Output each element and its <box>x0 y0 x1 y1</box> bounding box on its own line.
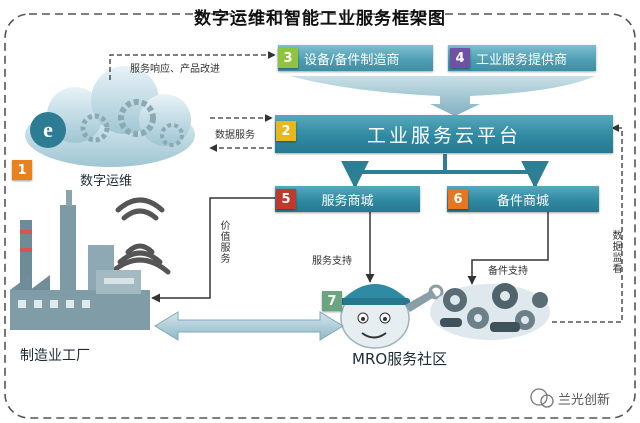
edge-label-feedback: 服务响应、产品改进 <box>130 64 220 75</box>
badge-2: 2 <box>276 121 296 141</box>
factory-icon <box>10 190 150 330</box>
edge-parts-support-arrow <box>467 210 549 285</box>
badge-6: 6 <box>448 189 468 209</box>
node-cloud-platform: 工业服务云平台 <box>275 115 613 153</box>
factory-mro-double-arrow <box>154 311 344 341</box>
node-1-label: 数字运维 <box>80 174 133 189</box>
node-parts-mall: 备件商城 <box>447 186 599 212</box>
badge-3: 3 <box>278 48 298 68</box>
spare-parts-icon <box>430 283 550 340</box>
node-6-label: 备件商城 <box>496 193 549 209</box>
node-3-label: 设备/备件制造商 <box>304 52 400 68</box>
wifi-signal-icon <box>109 197 171 275</box>
edge-feedback-arrow <box>109 51 276 80</box>
diagram-title: 数字运维和智能工业服务框架图 <box>194 9 446 29</box>
badge-5: 5 <box>276 189 296 209</box>
badge-1: 1 <box>12 160 32 180</box>
watermark-logo-icon <box>530 388 554 408</box>
merge-arrow <box>290 76 595 116</box>
svg-text:e: e <box>43 117 53 142</box>
edge-data-monitoring-arrow <box>552 124 623 323</box>
factory-label: 制造业工厂 <box>20 348 90 364</box>
edge-label-value-service: 价值服务 <box>218 220 229 264</box>
mro-worker-icon <box>340 284 444 349</box>
node-2-label: 工业服务云平台 <box>366 124 521 147</box>
node-7-label: MRO服务社区 <box>352 350 448 368</box>
node-service-provider: 工业服务提供商 <box>448 45 596 71</box>
badge-7: 7 <box>322 291 342 311</box>
node-equipment-manufacturer: 设备/备件制造商 <box>278 45 433 71</box>
edge-value-service-arrow <box>151 197 275 303</box>
cloud-digital-ops-icon: e <box>25 66 195 167</box>
badge-4: 4 <box>450 48 470 68</box>
edge-label-data-service: 数据服务 <box>215 130 255 141</box>
edge-label-parts-support: 备件支持 <box>488 266 528 277</box>
edge-label-data-monitoring: 数据监看 <box>610 230 621 274</box>
node-service-mall: 服务商城 <box>275 186 420 212</box>
edge-platform-to-shops <box>353 154 537 184</box>
watermark-text: 兰光创新 <box>558 393 611 408</box>
outer-frame <box>4 13 636 419</box>
node-4-label: 工业服务提供商 <box>476 52 568 68</box>
edge-label-service-support: 服务支持 <box>312 256 352 267</box>
node-5-label: 服务商城 <box>321 193 374 209</box>
